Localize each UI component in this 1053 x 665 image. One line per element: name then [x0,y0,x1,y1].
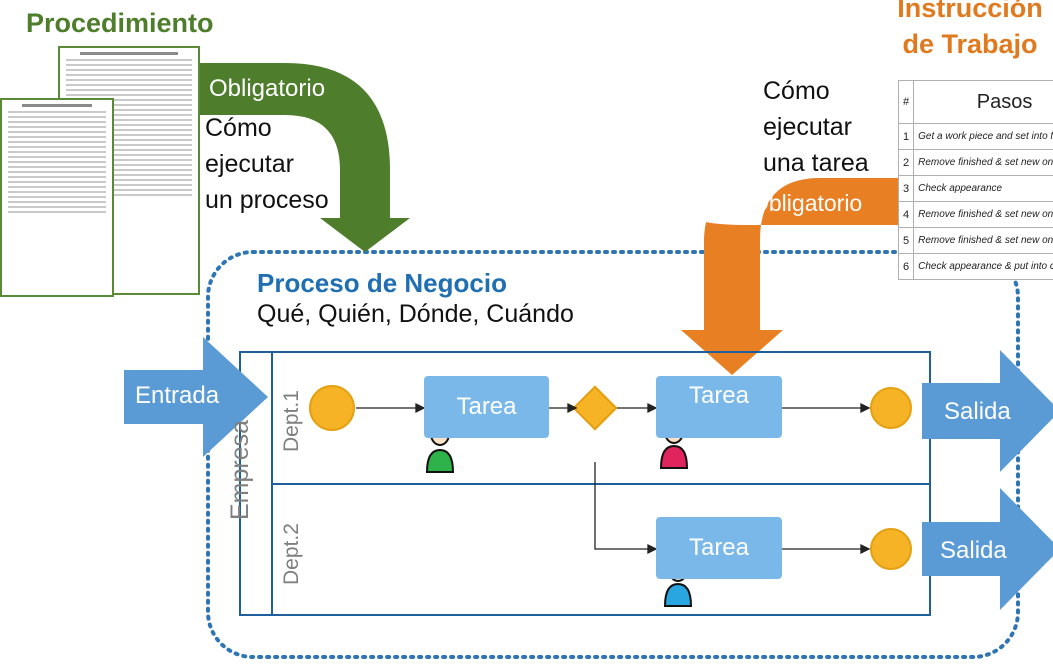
step-text: Remove finished & set new one [913,227,1053,254]
procedure-how-line: un proceso [205,186,329,214]
procedure-arrow [198,63,410,252]
output-label-1: Salida [944,398,1011,425]
task-box-1: Tarea [424,376,549,438]
instruction-how-line: ejecutar [763,113,852,141]
instruction-how-text: Cómo ejecutar una tarea [763,73,869,181]
output-label-2: Salida [940,537,1007,564]
table-header-number: # [897,80,915,124]
output-arrow-2 [922,488,1053,610]
procedure-how-line: Cómo [205,114,272,142]
step-number: 2 [897,149,915,176]
end-event-1 [870,387,912,429]
instruction-mandatory-label: Obligatorio [751,190,863,216]
start-event [309,385,355,431]
dept1-lane-label: Dept.1 [280,390,303,452]
step-number: 4 [897,201,915,228]
procedure-title: Procedimiento [26,8,214,38]
step-text: Get a work piece and set into fixture [913,123,1053,150]
business-process-subtitle: Qué, Quién, Dónde, Cuándo [257,300,574,328]
task-label: Tarea [688,382,750,409]
output-arrow-1 [922,350,1053,472]
dept2-lane-label: Dept.2 [280,523,303,585]
instruction-title-line: Instrucción [897,0,1043,23]
instruction-arrow [681,178,900,375]
instruction-title: Instrucción de Trabajo [870,0,1053,62]
procedure-how-text: Cómo ejecutar un proceso [205,110,329,218]
business-process-boundary [206,250,1020,659]
step-text: Remove finished & set new one [913,201,1053,228]
business-process-title: Proceso de Negocio [257,268,507,298]
step-text: Remove finished & set new one [913,149,1053,176]
step-number: 3 [897,175,915,202]
task-box-3: Tarea [656,517,782,579]
step-number: 6 [897,253,915,280]
input-arrow [124,337,268,457]
instruction-how-line: Cómo [763,77,830,105]
step-number: 5 [897,227,915,254]
instruction-title-line: de Trabajo [902,29,1038,59]
task-label: Tarea [456,393,517,420]
task-label: Tarea [688,534,750,561]
procedure-how-line: ejecutar [205,150,294,178]
task-box-2: Tarea [656,376,782,438]
procedure-mandatory-label: Obligatorio [209,75,326,102]
instruction-how-line: una tarea [763,149,869,177]
input-label: Entrada [135,382,220,409]
company-lane-label: Empresa [226,419,254,520]
step-text: Check appearance & put into container [913,253,1053,280]
table-header-steps: Pasos [913,80,1053,124]
end-event-2 [870,528,912,570]
gateway [572,385,618,431]
step-number: 1 [897,123,915,150]
procedure-document-front [0,98,114,297]
step-text: Check appearance [913,175,1053,202]
